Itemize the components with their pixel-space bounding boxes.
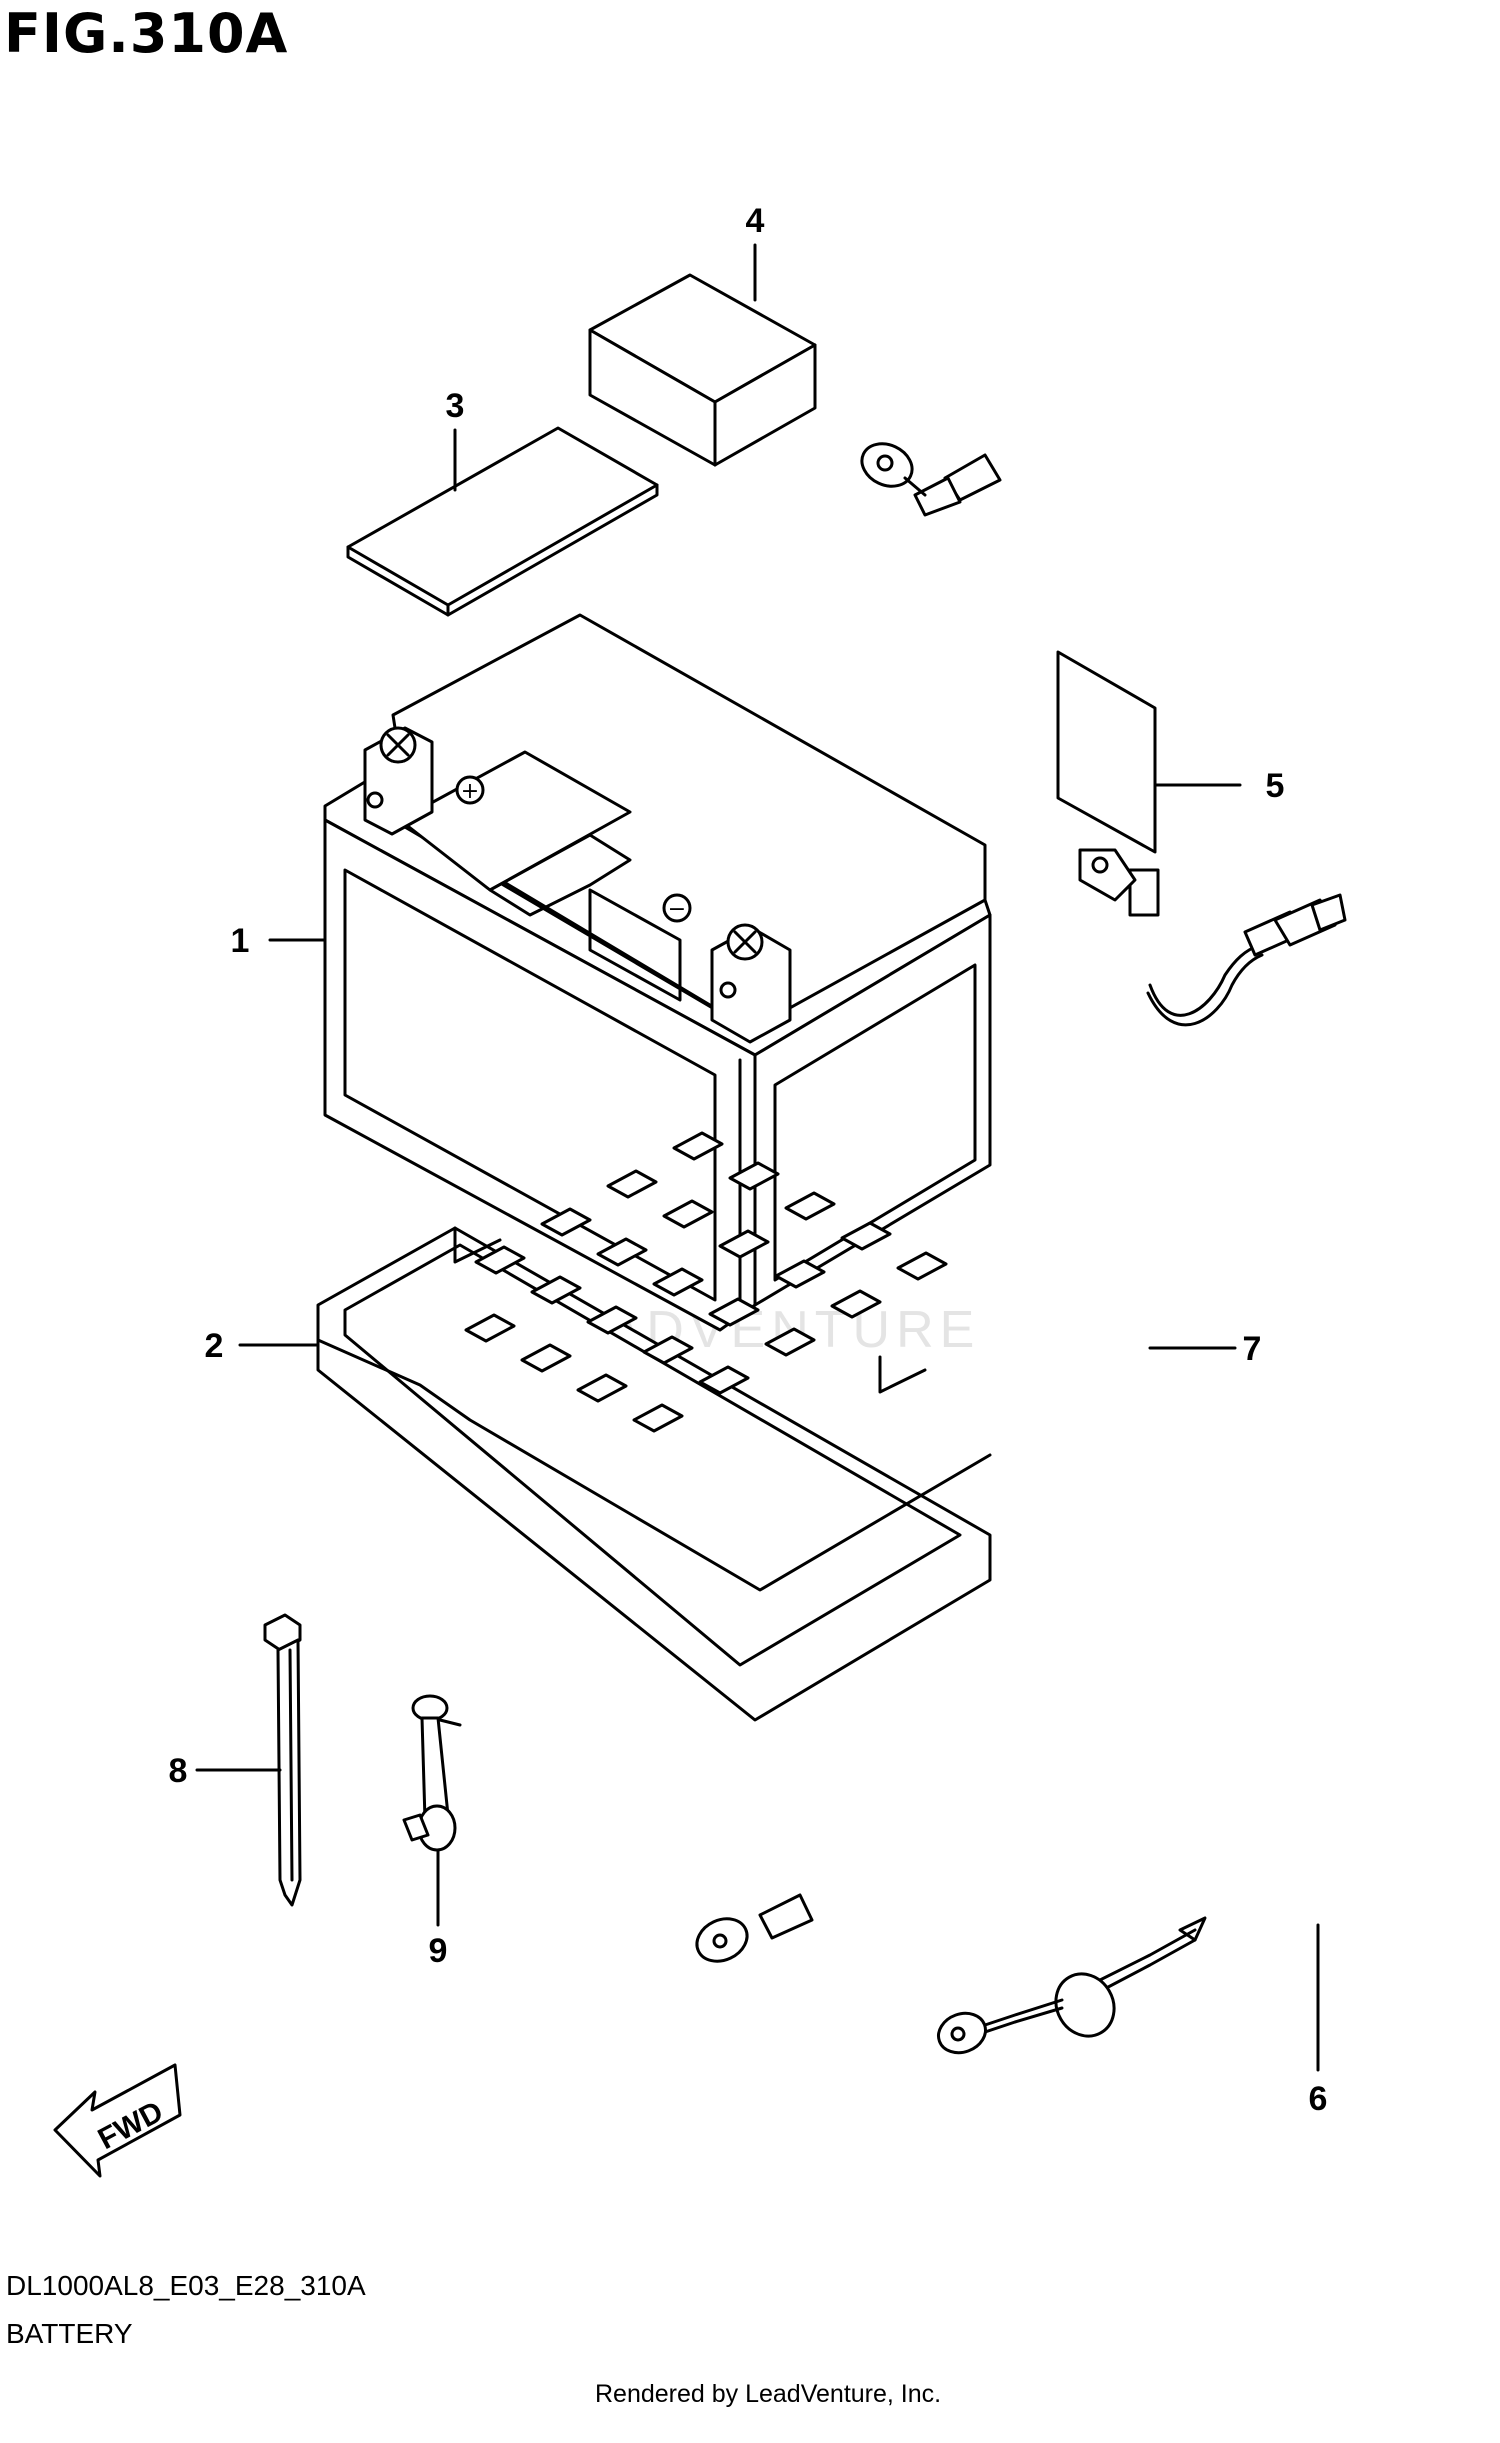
figure-caption: BATTERY bbox=[6, 2318, 133, 2349]
tray-slot bbox=[520, 1343, 572, 1373]
fwd-arrow: FWD bbox=[53, 2063, 182, 2178]
callout-6: 6 bbox=[1309, 2080, 1328, 2118]
callout-2: 2 bbox=[205, 1327, 224, 1365]
figure-code: DL1000AL8_E03_E28_310A bbox=[6, 2270, 366, 2301]
tray-slot bbox=[764, 1327, 816, 1357]
tray-slot bbox=[586, 1305, 638, 1335]
callout-8: 8 bbox=[169, 1752, 188, 1790]
tray-slot bbox=[672, 1131, 724, 1161]
tray-slot bbox=[596, 1237, 648, 1267]
callouts: 1 2 3 4 5 6 7 8 9 bbox=[169, 202, 1328, 2118]
tray-slot bbox=[728, 1161, 780, 1191]
tray-slot bbox=[698, 1365, 750, 1395]
part-8-cable-tie bbox=[263, 1613, 302, 1907]
tray-slot bbox=[896, 1251, 948, 1281]
terminal-negative-mark: − bbox=[668, 897, 686, 922]
tray-slot bbox=[708, 1297, 760, 1327]
tray-slot bbox=[642, 1335, 694, 1365]
rendered-by: Rendered by LeadVenture, Inc. bbox=[595, 2380, 942, 2408]
part-1-battery: + − bbox=[323, 613, 992, 1332]
tray-slots bbox=[464, 1131, 948, 1433]
tray-slot bbox=[606, 1169, 658, 1199]
callout-5: 5 bbox=[1266, 767, 1285, 805]
tray-slot bbox=[662, 1199, 714, 1229]
tray-slot bbox=[718, 1229, 770, 1259]
part-6-cable bbox=[860, 395, 1464, 2055]
tray-slot bbox=[774, 1259, 826, 1289]
terminal-positive-mark: + bbox=[461, 779, 479, 804]
tray-slot bbox=[474, 1245, 526, 1275]
callout-9: 9 bbox=[429, 1932, 448, 1970]
part-4-box bbox=[588, 273, 817, 467]
tray-slot bbox=[632, 1403, 684, 1433]
tray-slot bbox=[840, 1221, 892, 1251]
callout-3: 3 bbox=[446, 387, 465, 425]
tray-slot bbox=[464, 1313, 516, 1343]
tray-slot bbox=[652, 1267, 704, 1297]
tray-slot bbox=[530, 1275, 582, 1305]
callout-7: 7 bbox=[1243, 1330, 1262, 1368]
figure-title: FIG.310A bbox=[4, 2, 289, 65]
tray-slot bbox=[784, 1191, 836, 1221]
tray-slot bbox=[540, 1207, 592, 1237]
callout-1: 1 bbox=[231, 922, 250, 960]
part-9-clamp bbox=[402, 1694, 462, 1852]
leader-lines bbox=[195, 243, 1320, 2072]
tray-slot bbox=[830, 1289, 882, 1319]
part-7-cable bbox=[695, 848, 1347, 1963]
part-5-label bbox=[1056, 650, 1157, 854]
part-3-sheet bbox=[346, 426, 659, 617]
tray-slot bbox=[576, 1373, 628, 1403]
callout-4: 4 bbox=[746, 202, 765, 240]
part-2-tray bbox=[316, 1131, 992, 1722]
